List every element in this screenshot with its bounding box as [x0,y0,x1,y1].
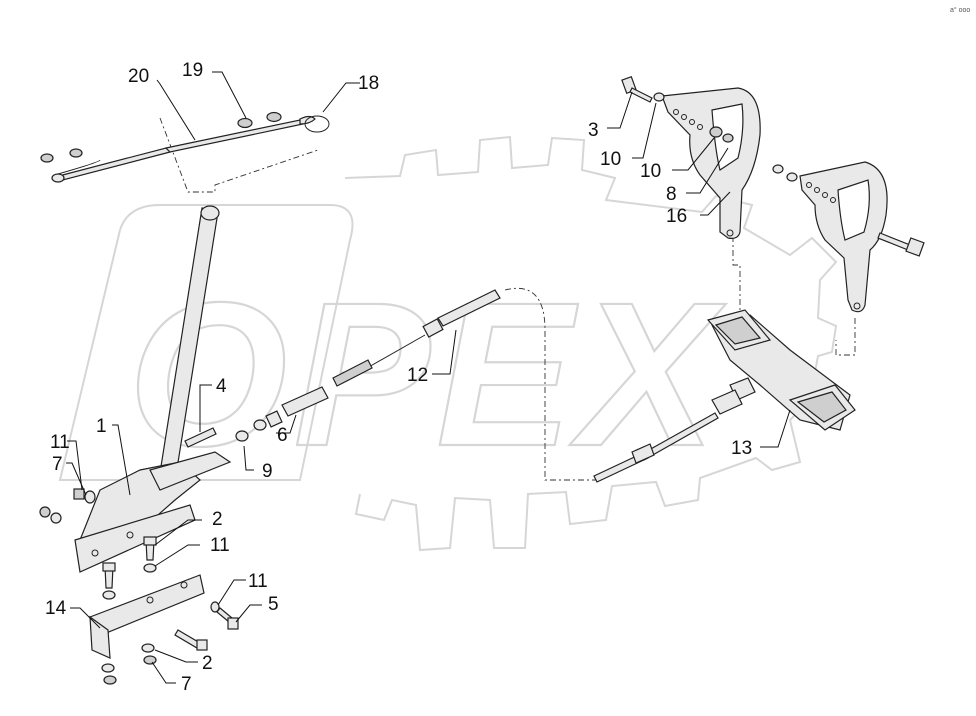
callout-6: 6 [277,425,288,446]
callout-5: 5 [268,594,279,615]
hand-lever [74,205,232,573]
watermark-gear-outline [344,135,838,552]
callout-7-lower: 7 [181,674,192,695]
callout-16: 16 [666,206,687,227]
callout-4: 4 [216,376,227,397]
callout-10-lower: 10 [640,161,661,182]
callout-9: 9 [262,461,273,482]
callout-2-upper: 2 [212,509,223,530]
callout-13: 13 [731,438,752,459]
callout-8: 8 [666,184,677,205]
callout-7-left: 7 [52,454,63,475]
leader-lines [66,71,791,684]
callout-11-middle: 11 [210,535,230,556]
pedal-assembly [593,309,856,483]
callout-19: 19 [182,60,203,81]
callout-11-left: 11 [50,432,70,453]
assembly-lines [159,117,856,481]
bracket-left [621,75,761,239]
callout-labels: 20 19 18 3 10 10 8 16 12 13 4 1 11 7 6 9… [45,60,752,695]
corner-mark: a° ooo [950,6,970,14]
watermark-text: OPEX [128,260,726,489]
bracket-right [772,161,925,313]
callout-1: 1 [96,416,107,437]
rod-assembly [40,111,330,183]
callout-12: 12 [407,365,428,386]
callout-20: 20 [128,66,149,87]
callout-10-upper: 10 [600,149,621,170]
watermark-left-shape [58,204,354,481]
callout-11-right: 11 [248,571,268,592]
cable-assembly [184,289,501,448]
callout-18: 18 [358,73,379,94]
callout-14: 14 [45,598,67,619]
callout-3: 3 [588,120,599,141]
callout-2-lower: 2 [202,653,213,674]
opex-watermark: OPEX [58,135,838,552]
small-hardware [39,488,239,685]
